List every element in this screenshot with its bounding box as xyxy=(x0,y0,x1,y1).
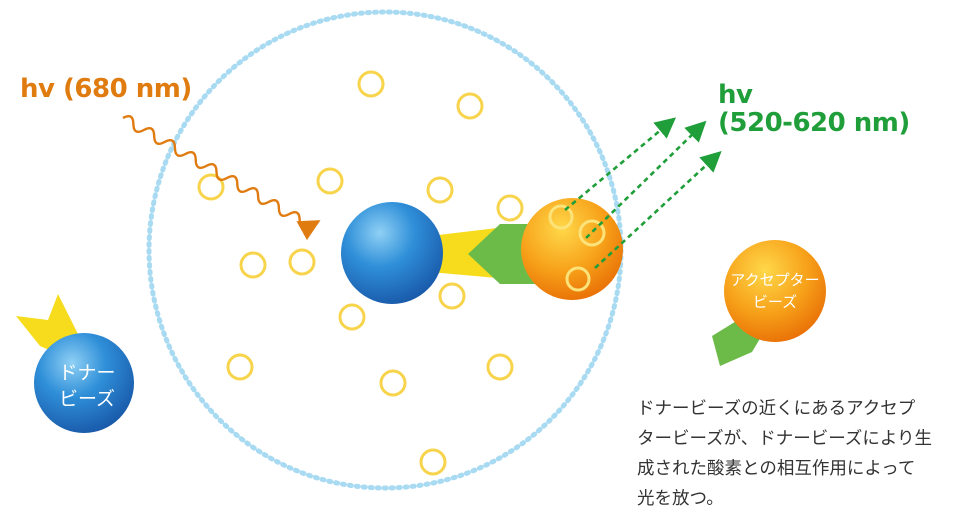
oxygen-ring xyxy=(239,251,267,279)
acceptor-bead-label: アクセプター ビーズ xyxy=(723,269,827,313)
oxygen-rings xyxy=(197,70,524,476)
description-line: タービーズが、ドナービーズにより生 xyxy=(637,429,933,449)
emission-label-line1: hv xyxy=(718,80,753,110)
oxygen-ring xyxy=(419,448,447,476)
excitation-label: hv (680 nm) xyxy=(20,74,192,104)
acceptor-bead-rings xyxy=(548,204,606,292)
oxygen-ring xyxy=(357,70,385,98)
oxygen-ring xyxy=(338,303,366,331)
description-line: 光を放つ。 xyxy=(637,489,724,509)
oxygen-ring xyxy=(226,353,254,381)
emission-label: hv (520-620 nm) xyxy=(718,81,910,137)
donor-bead-label: ドナー ビーズ xyxy=(42,360,132,412)
excitation-wave-arrow xyxy=(122,114,321,241)
acceptor-label-line2: ビーズ xyxy=(752,293,798,311)
acceptor-bead-legend xyxy=(724,240,826,342)
emission-arrow xyxy=(594,150,722,269)
yellow-antibody-arm xyxy=(430,228,497,278)
oxygen-ring xyxy=(426,176,454,204)
description-text: ドナービーズの近くにあるアクセプ タービーズが、ドナービーズにより生 成された酸… xyxy=(637,394,967,514)
donor-bead-center xyxy=(341,202,443,304)
acceptor-label-line1: アクセプター xyxy=(730,271,820,289)
oxygen-ring xyxy=(316,167,344,195)
oxygen-ring xyxy=(486,353,514,381)
oxygen-ring xyxy=(496,194,524,222)
oxygen-ring xyxy=(197,173,225,201)
donor-label-line2: ビーズ xyxy=(58,388,116,410)
oxygen-ring xyxy=(456,92,484,120)
emission-label-line2: (520-620 nm) xyxy=(718,108,910,138)
emission-arrows xyxy=(564,117,722,269)
oxygen-ring xyxy=(379,369,407,397)
donor-bead-legend xyxy=(34,333,134,433)
description-line: 成された酸素との相互作用によって xyxy=(637,459,916,479)
description-line: ドナービーズの近くにあるアクセプ xyxy=(637,399,916,419)
emission-arrow xyxy=(564,117,676,211)
oxygen-ring xyxy=(288,248,316,276)
oxygen-ring xyxy=(438,282,466,310)
donor-label-line1: ドナー xyxy=(58,362,116,384)
